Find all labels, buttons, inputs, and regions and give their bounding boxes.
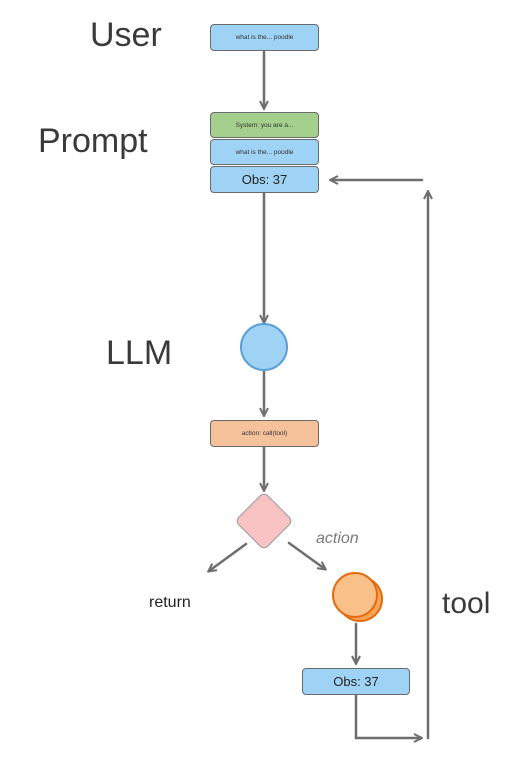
loop-label-tool: tool	[442, 587, 491, 620]
stage-label-llm: LLM	[106, 334, 173, 372]
stage-label-user: User	[90, 16, 162, 54]
stage-label-prompt: Prompt	[38, 122, 148, 160]
action-call-box: action: call(tool)	[210, 420, 319, 447]
prompt-query-box: what is the... poodle	[210, 139, 319, 165]
llm-node	[240, 323, 288, 371]
action-label: action	[316, 530, 359, 547]
system-prompt-box: System: you are a...	[210, 112, 319, 138]
tool-node	[332, 572, 378, 618]
tool-observation-box: Obs: 37	[302, 668, 410, 695]
return-label: return	[149, 594, 191, 611]
arrow-decision-to-tool	[287, 541, 325, 569]
user-query-box: what is the... poodle	[210, 24, 319, 51]
arrow-decision-to-return	[209, 542, 248, 571]
prompt-observation-box: Obs: 37	[210, 166, 319, 193]
